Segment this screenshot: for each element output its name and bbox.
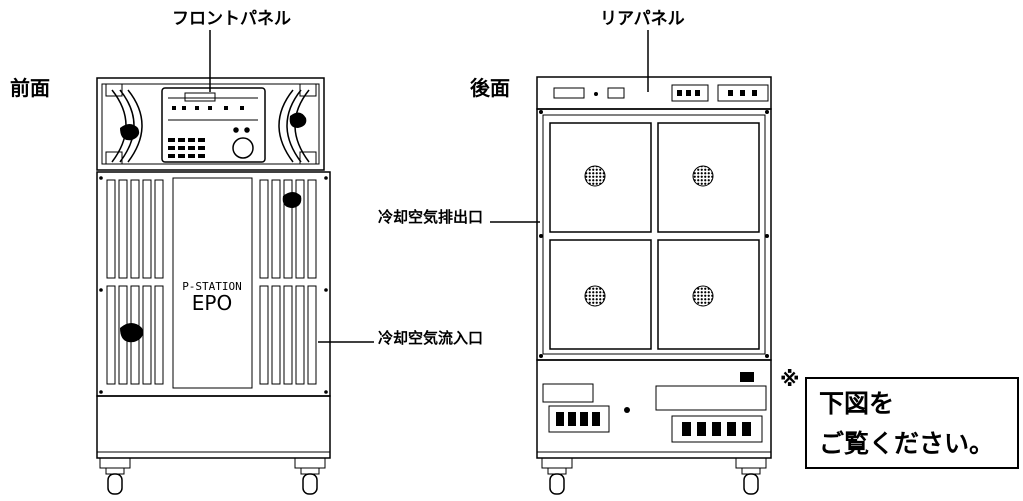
fan-grille-3	[584, 285, 606, 307]
fan-cell-top-right	[657, 122, 760, 233]
front-control-panel	[161, 87, 266, 163]
front-knob	[232, 137, 254, 159]
cooling-exhaust-label: 冷却空気排出口	[378, 208, 484, 226]
rear-unit	[536, 30, 772, 495]
front-logo-line1: P-STATION	[182, 280, 242, 293]
rear-panel-section	[536, 76, 772, 110]
note-box: 下図を ご覧ください。	[805, 377, 1019, 469]
rear-lower-panel	[536, 359, 772, 459]
front-panel-section	[96, 77, 325, 171]
front-center-panel	[172, 177, 253, 389]
front-casters	[99, 457, 326, 495]
rear-casters	[541, 457, 767, 495]
fan-cell-bottom-left	[549, 239, 652, 350]
front-base	[96, 395, 331, 459]
note-line-1: 下図を	[819, 389, 895, 418]
fan-grille-4	[692, 285, 714, 307]
front-unit	[96, 30, 331, 495]
front-panel-label: フロントパネル	[172, 9, 291, 29]
front-logo-line2: EPO	[192, 291, 232, 315]
fan-grille-1	[584, 165, 606, 187]
fan-cell-top-left	[549, 122, 652, 233]
front-view-label: 前面	[10, 76, 50, 100]
rear-panel-label: リアパネル	[600, 9, 685, 29]
fan-cell-bottom-right	[657, 239, 760, 350]
cooling-intake-label: 冷却空気流入口	[378, 329, 484, 347]
rear-view-label: 後面	[470, 76, 510, 100]
rear-body	[536, 108, 772, 361]
fan-grille-2	[692, 165, 714, 187]
note-line-2: ご覧ください。	[819, 429, 995, 458]
reference-mark: ※	[780, 367, 800, 391]
